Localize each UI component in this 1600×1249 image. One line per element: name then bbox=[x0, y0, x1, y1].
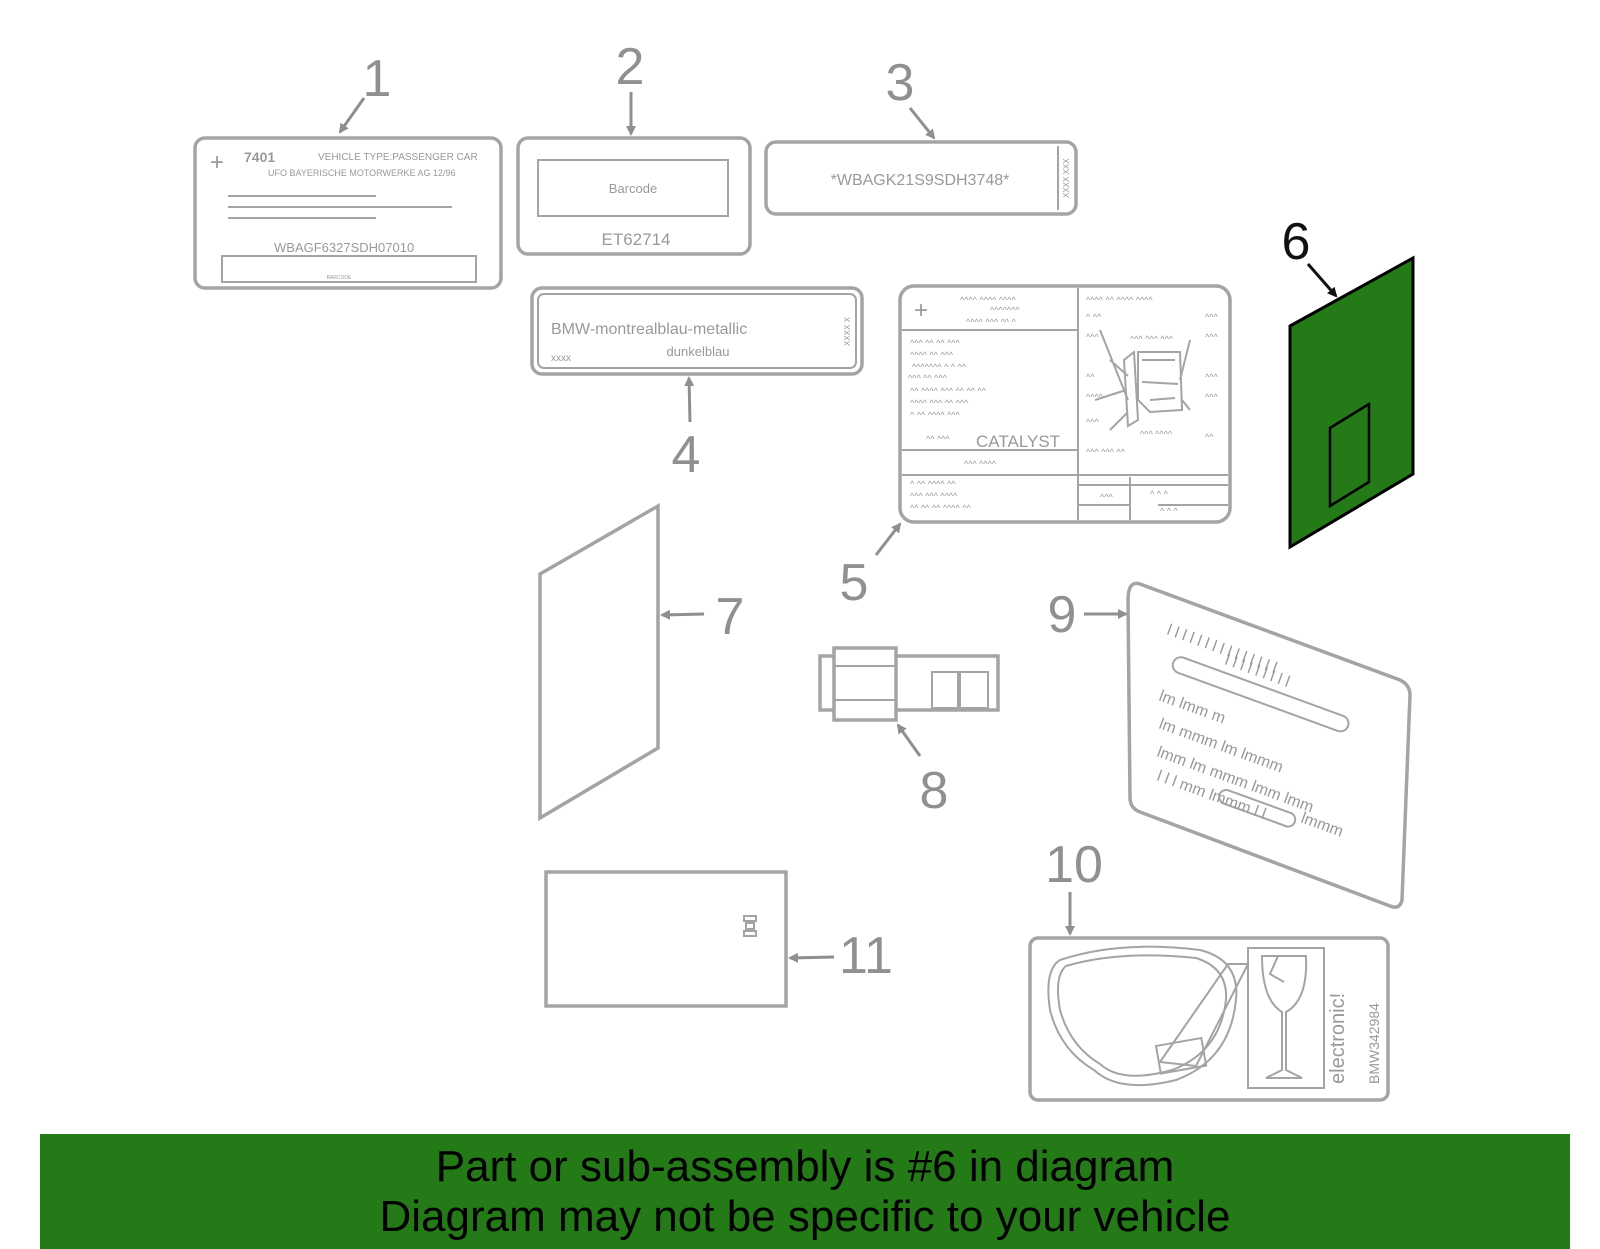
svg-text:^^^: ^^^ bbox=[1205, 312, 1218, 322]
svg-text:^^^: ^^^ bbox=[1100, 492, 1113, 502]
svg-text:^ ^^ ^^^^ ^^^: ^ ^^ ^^^^ ^^^ bbox=[910, 410, 961, 420]
label10-part: BMW342984 bbox=[1366, 1003, 1382, 1084]
callout-9: 9 bbox=[1048, 586, 1077, 644]
svg-text:^^^: ^^^ bbox=[1086, 417, 1099, 427]
svg-text:^^^: ^^^ bbox=[1205, 372, 1218, 382]
callout-1: 1 bbox=[363, 50, 392, 108]
part-1-vehicle-id-label[interactable]: + 7401 VEHICLE TYPE:PASSENGER CAR UFO BA… bbox=[193, 136, 503, 290]
svg-text:^^^^ ^^ ^^^: ^^^^ ^^ ^^^ bbox=[910, 350, 954, 360]
banner-line-2: Diagram may not be specific to your vehi… bbox=[379, 1192, 1231, 1241]
part-11-label-plate[interactable] bbox=[544, 870, 788, 1008]
plus-icon: + bbox=[210, 149, 224, 176]
banner-line-1: Part or sub-assembly is #6 in diagram bbox=[435, 1142, 1175, 1191]
part-10-electronic-warning-label[interactable]: electronic! BMW342984 bbox=[1028, 936, 1390, 1102]
part-7-blank-label[interactable] bbox=[538, 502, 660, 822]
label5-fine-print: ^^^^ ^^^^ ^^^^ ^^^^^^^ ^^^^ ^^^ ^^ ^ ^^^… bbox=[908, 295, 1218, 516]
callout-11: 11 bbox=[839, 927, 893, 985]
callout-5: 5 bbox=[840, 554, 869, 612]
label1-maker: UFO BAYERISCHE MOTORWERKE AG 12/96 bbox=[268, 168, 456, 178]
label1-code: 7401 bbox=[244, 149, 275, 165]
svg-text:^^^^ ^^ ^^^^ ^^^^: ^^^^ ^^ ^^^^ ^^^^ bbox=[1086, 295, 1153, 305]
svg-text:^^^: ^^^ bbox=[1205, 332, 1218, 342]
label1-vin: WBAGF6327SDH07010 bbox=[274, 240, 414, 255]
svg-text:^^^^^^^: ^^^^^^^ bbox=[990, 305, 1020, 315]
svg-text:^^^ ^^^ ^^: ^^^ ^^^ ^^ bbox=[1086, 447, 1126, 457]
svg-text:^^ ^^^^ ^^^ ^^ ^^ ^^: ^^ ^^^^ ^^^ ^^ ^^ ^^ bbox=[910, 386, 987, 396]
svg-text:^^: ^^ bbox=[1086, 372, 1095, 382]
svg-text:^^^^ ^^^ ^^ ^^^: ^^^^ ^^^ ^^ ^^^ bbox=[910, 398, 969, 408]
svg-text:^^^^^^^ ^ ^ ^^: ^^^^^^^ ^ ^ ^^ bbox=[912, 362, 967, 372]
callout-4: 4 bbox=[672, 426, 701, 484]
callout-8: 8 bbox=[920, 762, 949, 820]
label5-catalyst: CATALYST bbox=[976, 432, 1060, 451]
callout-3: 3 bbox=[886, 54, 915, 112]
plus-icon: + bbox=[914, 297, 928, 324]
label4-code: xxxx bbox=[551, 353, 571, 364]
label3-side: XXXX XXX bbox=[1062, 158, 1071, 198]
svg-text:^^^^: ^^^^ bbox=[1086, 392, 1104, 402]
label1-type: VEHICLE TYPE:PASSENGER CAR bbox=[318, 152, 478, 163]
info-banner: Part or sub-assembly is #6 in diagram Di… bbox=[40, 1134, 1570, 1249]
svg-text:^^ ^^^: ^^ ^^^ bbox=[926, 434, 950, 444]
svg-text:^^^ ^^^ ^^^^: ^^^ ^^^ ^^^^ bbox=[910, 491, 958, 501]
label1-barcode: BARCODE bbox=[327, 275, 352, 281]
label4-shade: dunkelblau bbox=[667, 344, 730, 359]
svg-text:^^^^ ^^^ ^^ ^: ^^^^ ^^^ ^^ ^ bbox=[966, 317, 1017, 327]
svg-text:^^^ ^^ ^^ ^^^: ^^^ ^^ ^^ ^^^ bbox=[910, 338, 961, 348]
part-6-highlighted-label[interactable] bbox=[1288, 255, 1415, 550]
svg-text:^^^ ^^^^: ^^^ ^^^^ bbox=[1140, 429, 1173, 439]
callout-6: 6 bbox=[1282, 213, 1311, 271]
callout-2: 2 bbox=[616, 38, 645, 96]
label4-paint: BMW-montrealblau-metallic bbox=[551, 321, 747, 338]
part-5-emission-label[interactable]: + ^^^^ ^^^^ ^^^^ ^^^^^^^ ^^^^ ^^^ ^^ ^ ^… bbox=[898, 284, 1232, 524]
label10-warning: electronic! bbox=[1327, 993, 1349, 1084]
svg-text:^^ ^^ ^^ ^^^^ ^^: ^^ ^^ ^^ ^^^^ ^^ bbox=[910, 503, 971, 513]
svg-text:^ ^^: ^ ^^ bbox=[1086, 312, 1102, 322]
svg-text:^^^: ^^^ bbox=[1205, 392, 1218, 402]
svg-text:^^^^ ^^^^ ^^^^: ^^^^ ^^^^ ^^^^ bbox=[960, 295, 1016, 305]
part-2-barcode-label[interactable]: Barcode ET62714 bbox=[516, 136, 752, 256]
svg-text:^ ^ ^: ^ ^ ^ bbox=[1160, 506, 1178, 516]
svg-text:^^^ ^^^ ^^^: ^^^ ^^^ ^^^ bbox=[1130, 334, 1174, 344]
svg-text:^ ^ ^: ^ ^ ^ bbox=[1150, 489, 1168, 499]
part-9-info-label[interactable]: l l l l l l l l l l l l l l l l l l l l … bbox=[1126, 581, 1412, 909]
svg-text:^^^: ^^^ bbox=[1086, 332, 1099, 342]
part-3-vin-label[interactable]: *WBAGK21S9SDH3748* XXXX XXX bbox=[764, 140, 1078, 216]
label2-code: ET62714 bbox=[602, 230, 671, 249]
label2-barcode: Barcode bbox=[609, 181, 657, 196]
svg-text:^ ^^ ^^^^ ^^: ^ ^^ ^^^^ ^^ bbox=[910, 479, 956, 489]
callout-7: 7 bbox=[716, 588, 745, 646]
svg-text:^^: ^^ bbox=[1205, 432, 1214, 442]
callout-10: 10 bbox=[1045, 836, 1103, 894]
part-8-clip[interactable] bbox=[818, 646, 1000, 722]
part-4-paint-code-label[interactable]: BMW-montrealblau-metallic xxxx dunkelbla… bbox=[530, 286, 864, 376]
svg-text:^^^ ^^ ^^^: ^^^ ^^ ^^^ bbox=[908, 373, 948, 383]
svg-text:^^^ ^^^^: ^^^ ^^^^ bbox=[964, 459, 997, 469]
label4-side: XXXX X bbox=[843, 316, 852, 346]
label3-vin: *WBAGK21S9SDH3748* bbox=[831, 172, 1010, 189]
